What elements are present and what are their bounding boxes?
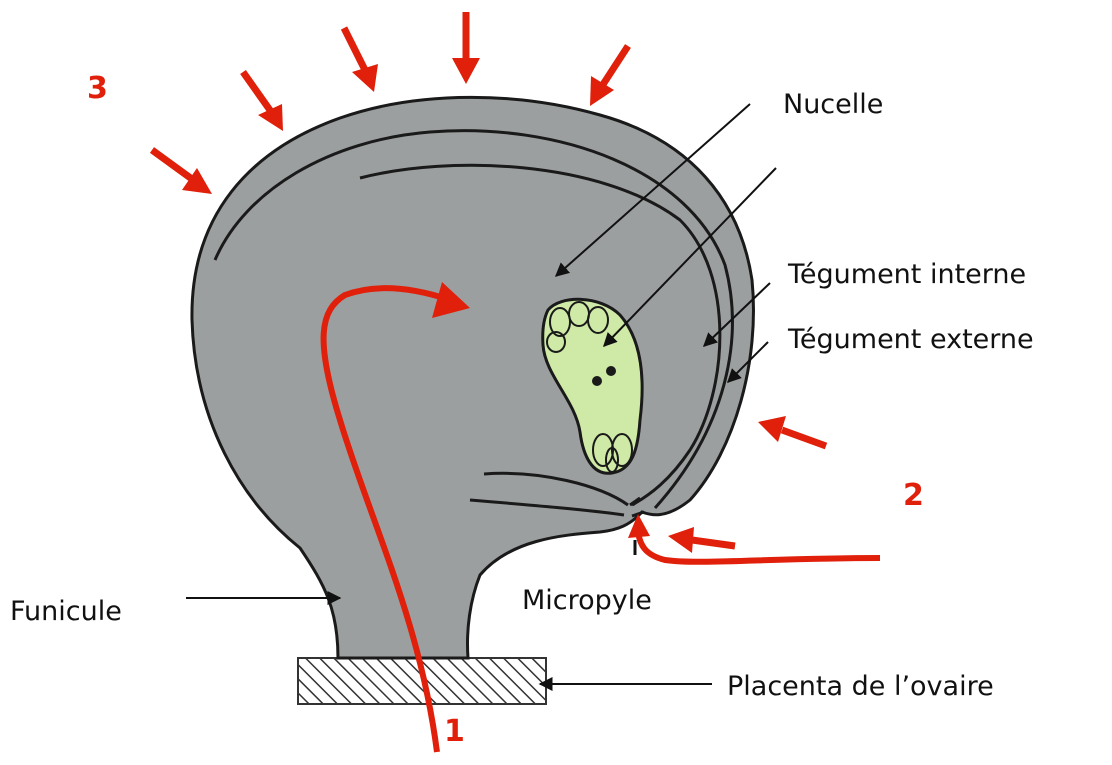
pathway-number-2: 2 [903, 478, 924, 513]
polar-nucleus-1 [592, 376, 602, 386]
label-tegument-interne: Tégument interne [787, 259, 1026, 290]
label-tegument-externe: Tégument externe [787, 324, 1034, 355]
red-arrow-b [243, 72, 283, 131]
polar-nucleus-2 [606, 366, 616, 376]
red-arrow-g [668, 527, 735, 553]
label-micropyle: Micropyle [522, 585, 652, 616]
label-funicule: Funicule [10, 596, 122, 627]
label-nucelle: Nucelle [783, 89, 883, 120]
ovule-body [192, 97, 754, 658]
red-arrow-e [590, 46, 628, 106]
pathway-number-1: 1 [444, 714, 465, 749]
red-arrow-c [344, 28, 378, 92]
red-arrow-a [152, 150, 212, 194]
pathway-number-3: 3 [87, 71, 108, 106]
red-arrow-f [758, 416, 826, 446]
label-placenta: Placenta de l’ovaire [727, 671, 994, 702]
red-arrow-d [452, 12, 480, 84]
